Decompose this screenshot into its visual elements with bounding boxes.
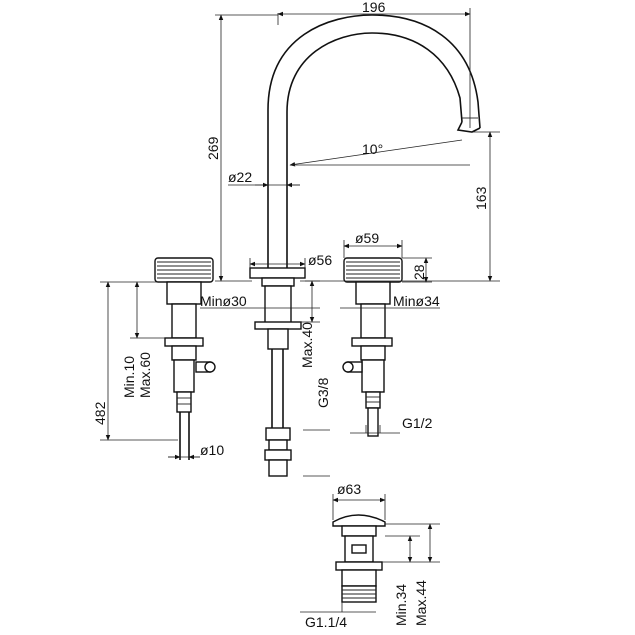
dim-pipe-diameter: ø22 (228, 169, 252, 185)
dim-deck-min: Min.10 (121, 356, 137, 398)
dim-outlet-height: 163 (473, 186, 489, 210)
waste-drawing (332, 514, 386, 603)
dim-min-hole-side: Minø34 (393, 293, 440, 309)
dim-waste-thread: G1.1/4 (305, 614, 347, 630)
dim-valve-height: 482 (92, 401, 108, 425)
left-valve-drawing (154, 257, 216, 460)
dim-waste-max: Max.44 (413, 580, 429, 626)
dim-deck-max: Max.60 (137, 352, 153, 398)
dim-max-deck-center: Max.40 (299, 322, 315, 368)
dim-thread-center: G3/8 (315, 377, 331, 408)
dim-spout-reach: 196 (362, 0, 386, 15)
dim-total-height: 269 (205, 136, 221, 160)
dim-spout-angle: 10° (362, 141, 383, 157)
dim-handle-height: 28 (411, 264, 427, 280)
dimension-lines (100, 8, 500, 613)
dimension-labels: 196 269 10° 163 ø22 ø56 ø59 28 Minø30 Mi… (92, 0, 489, 630)
dim-base-diameter: ø56 (308, 252, 332, 268)
dim-hose-diameter: ø10 (200, 442, 224, 458)
dim-min-hole-center: Minø30 (200, 293, 247, 309)
right-valve-drawing (342, 257, 403, 437)
dim-thread-side: G1/2 (402, 415, 433, 431)
dim-waste-diameter: ø63 (337, 481, 361, 497)
dim-handle-diameter: ø59 (355, 230, 379, 246)
dim-waste-min: Min.34 (393, 584, 409, 626)
